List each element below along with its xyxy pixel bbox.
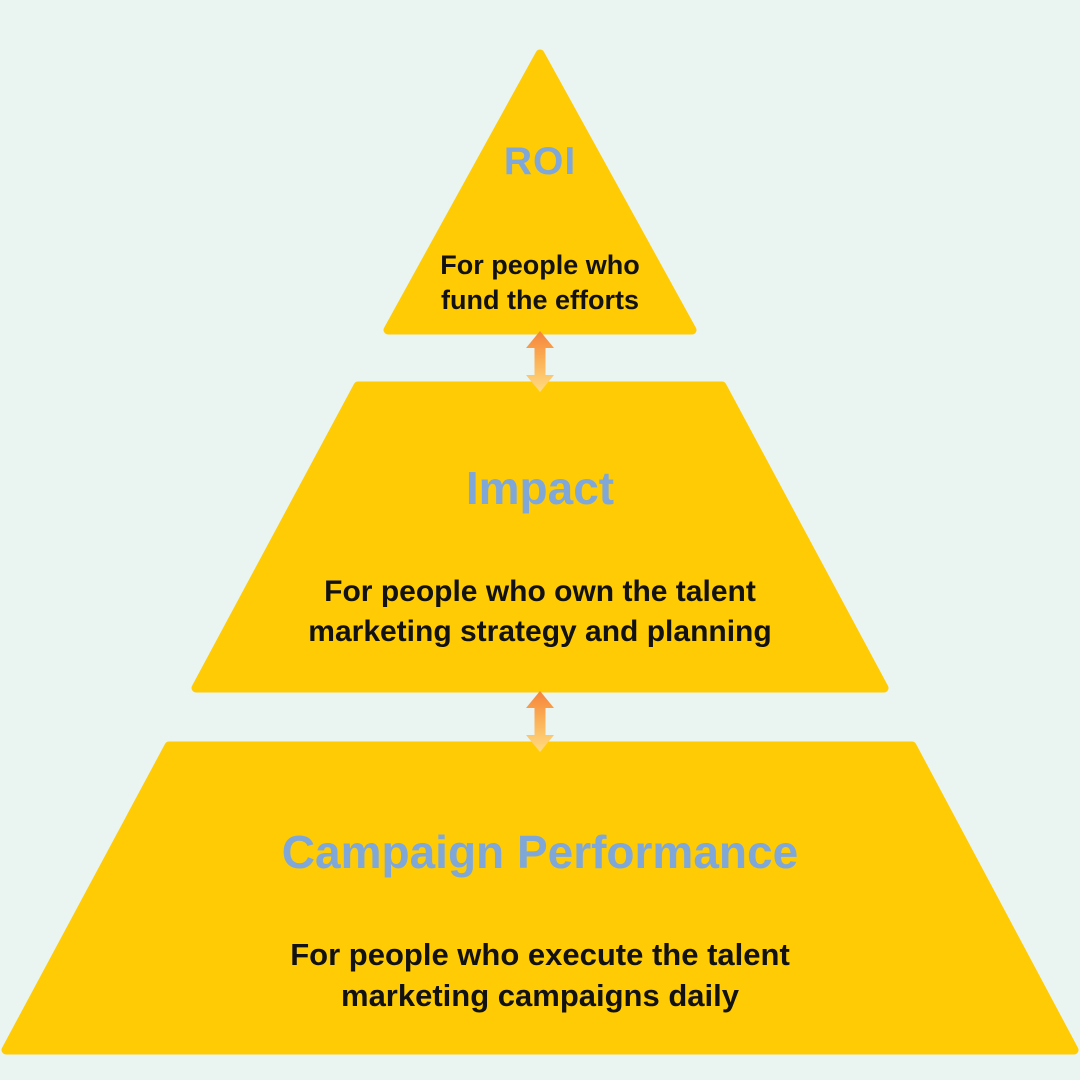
- tier-impact-description-line-1: For people who own the talent: [324, 575, 756, 608]
- tier-roi-description-line-1: For people who: [440, 250, 640, 280]
- tier-campaign-performance-shape: [1, 741, 1079, 1055]
- tier-campaign-performance-description-line-1: For people who execute the talent: [290, 937, 790, 972]
- tier-impact-shape: [191, 381, 889, 693]
- tier-roi-shape: [383, 49, 697, 335]
- tier-impact-description-line-2: marketing strategy and planning: [308, 615, 772, 648]
- tier-campaign-performance-heading: Campaign Performance: [281, 826, 799, 878]
- tier-campaign-performance-description: For people who execute the talent market…: [0, 934, 1080, 1016]
- up-down-arrow-icon: [526, 691, 554, 752]
- tier-campaign-performance-description-line-2: marketing campaigns daily: [341, 978, 739, 1013]
- up-down-arrow-icon: [526, 331, 554, 392]
- tier-impact-description: For people who own the talent marketing …: [0, 572, 1080, 652]
- tier-roi-description: For people who fund the efforts: [0, 248, 1080, 318]
- tier-roi-description-line-2: fund the efforts: [441, 285, 639, 315]
- tier-roi-heading: ROI: [503, 140, 577, 183]
- tier-impact-heading: Impact: [465, 462, 615, 514]
